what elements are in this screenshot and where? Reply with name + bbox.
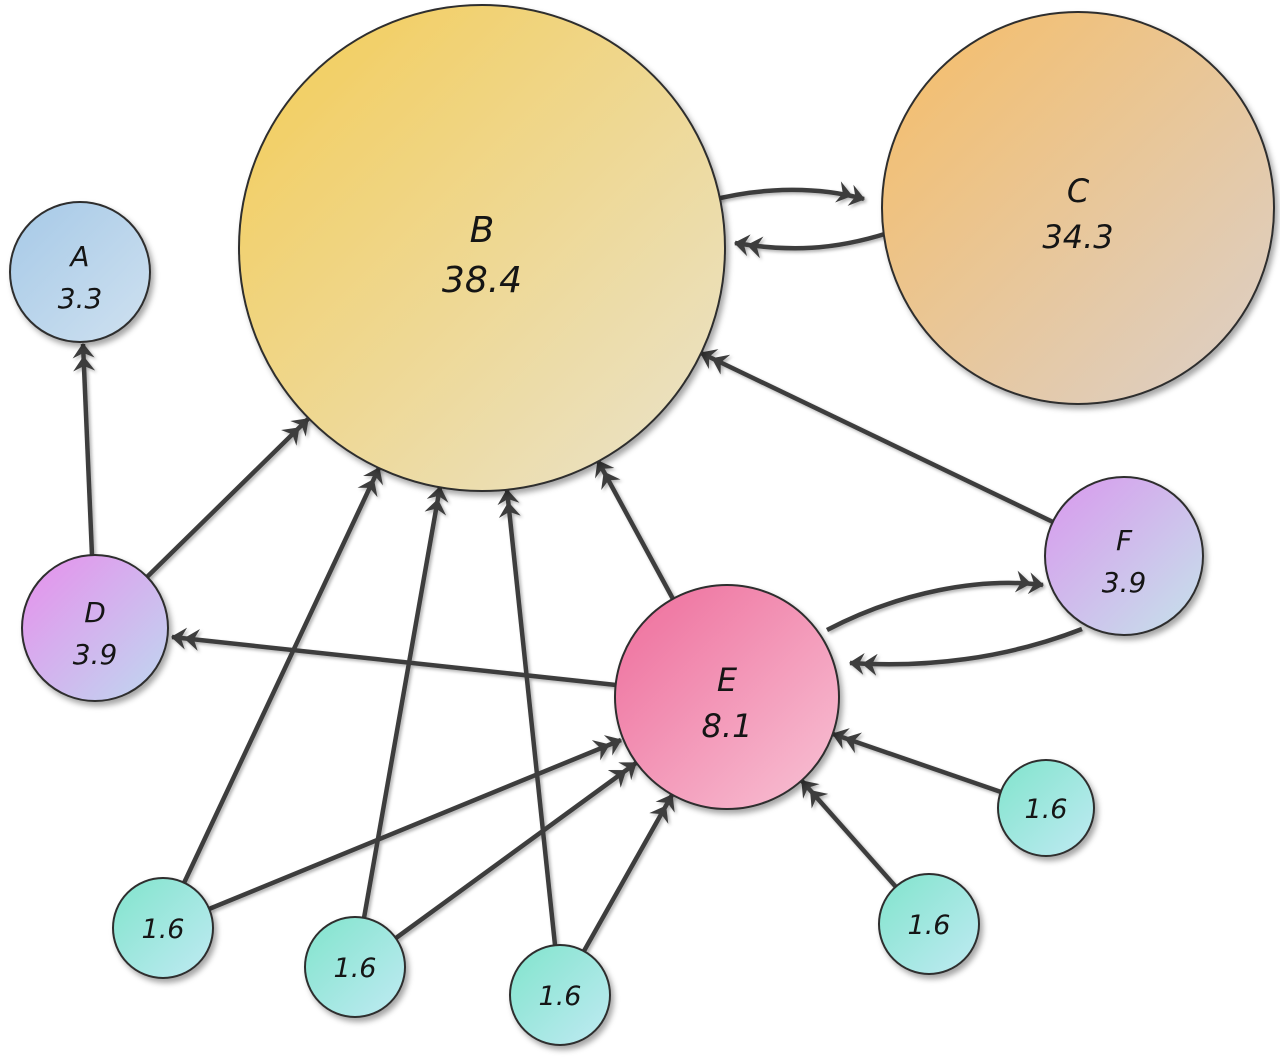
edge-H-to-E (394, 761, 638, 940)
edge-E-to-B (595, 459, 675, 601)
node-small-I-circle (509, 944, 611, 1046)
node-C: C 34.3 (881, 11, 1275, 405)
edge-I-to-B (497, 489, 558, 946)
node-small-J: 1.6 (878, 873, 980, 975)
node-A: A 3.3 (9, 201, 151, 343)
edge-J-to-E (800, 779, 898, 889)
node-B-circle (238, 4, 726, 492)
node-C-value: 34.3 (1042, 218, 1113, 256)
edge-K-to-E (832, 728, 1002, 795)
edge-C-to-B (734, 230, 889, 259)
node-small-H-value: 1.6 (334, 953, 377, 984)
node-F-circle (1044, 476, 1204, 636)
node-small-J-circle (878, 873, 980, 975)
edge-H-to-B (361, 486, 449, 919)
edges (72, 181, 1083, 953)
node-C-label: C (1067, 172, 1090, 210)
edge-F-to-B (700, 349, 1054, 525)
edge-G-to-E (208, 735, 622, 912)
edge-G-to-B (181, 467, 384, 884)
node-D-label: D (84, 596, 106, 629)
edge-E-to-D (171, 627, 617, 688)
node-E: E 8.1 (614, 584, 840, 810)
node-small-K-circle (997, 759, 1095, 857)
node-small-I-value: 1.6 (539, 981, 582, 1012)
node-F-label: F (1116, 524, 1133, 557)
node-small-J-value: 1.6 (908, 910, 951, 941)
node-F: F 3.9 (1044, 476, 1204, 636)
node-E-label: E (717, 661, 738, 699)
node-small-K-value: 1.6 (1025, 794, 1068, 825)
node-F-value: 3.9 (1102, 566, 1147, 599)
edge-B-to-C (707, 181, 865, 206)
node-D: D 3.9 (21, 554, 169, 702)
node-E-value: 8.1 (702, 707, 753, 745)
edge-D-to-B (145, 417, 310, 579)
node-A-value: 3.3 (58, 282, 103, 315)
edge-I-to-E (582, 793, 675, 953)
node-small-K: 1.6 (997, 759, 1095, 857)
node-B-value: 38.4 (442, 260, 522, 301)
edge-D-to-A (72, 343, 96, 556)
node-B-label: B (470, 210, 495, 251)
node-small-G-value: 1.6 (142, 914, 185, 945)
node-small-I: 1.6 (509, 944, 611, 1046)
node-A-circle (9, 201, 151, 343)
node-D-value: 3.9 (73, 638, 118, 671)
node-small-H: 1.6 (304, 916, 406, 1018)
node-small-H-circle (304, 916, 406, 1018)
node-E-circle (614, 584, 840, 810)
edge-E-to-F (825, 570, 1044, 632)
node-small-G-circle (112, 877, 214, 979)
node-A-label: A (68, 240, 89, 273)
node-C-circle (881, 11, 1275, 405)
node-D-circle (21, 554, 169, 702)
edge-F-to-E (849, 626, 1083, 676)
node-B: B 38.4 (238, 4, 726, 492)
node-small-G: 1.6 (112, 877, 214, 979)
